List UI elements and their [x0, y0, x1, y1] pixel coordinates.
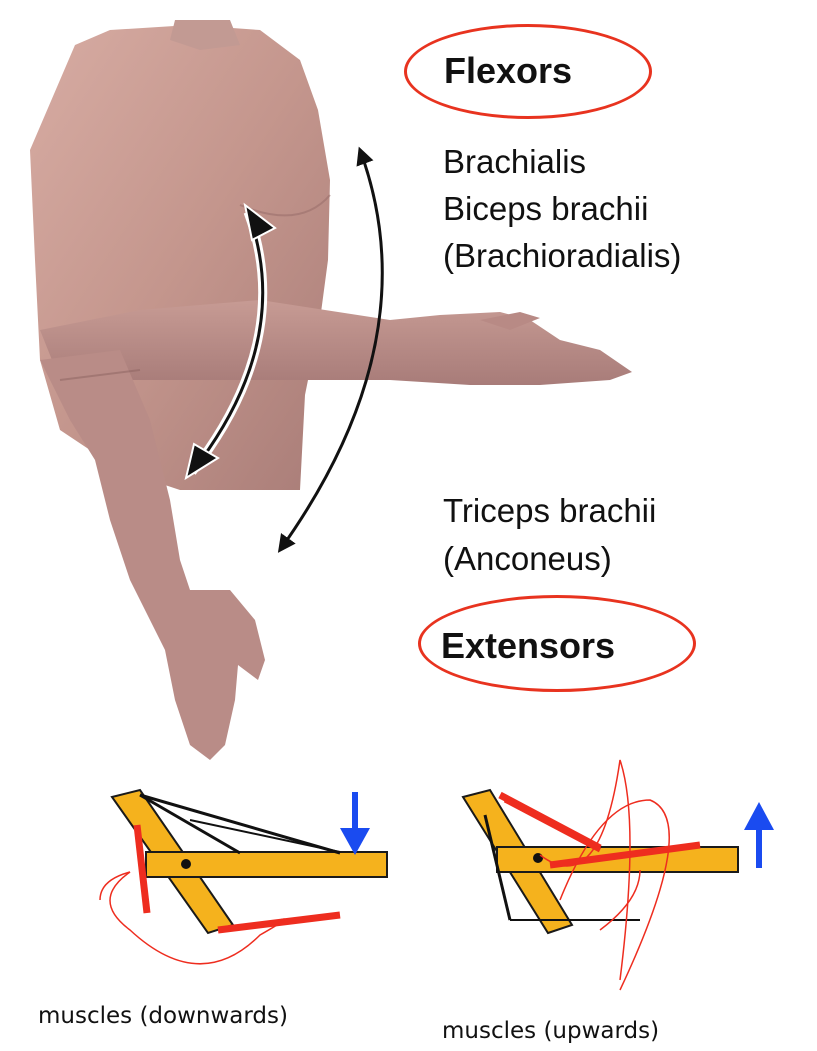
elbow-pivot-right	[533, 853, 543, 863]
extensors-heading: Extensors	[441, 625, 615, 667]
extensor-muscle-2: (Anconeus)	[443, 539, 612, 579]
extensor-muscle-1: Triceps brachii	[443, 491, 656, 531]
flexor-muscle-2: Biceps brachii	[443, 189, 648, 229]
flexors-heading: Flexors	[444, 50, 572, 92]
caption-downwards: muscles (downwards)	[38, 1003, 288, 1029]
flexor-muscle-1: Brachialis	[443, 142, 586, 182]
flexor-muscle-3: (Brachioradialis)	[443, 236, 681, 276]
caption-upwards: muscles (upwards)	[442, 1018, 659, 1044]
elbow-pivot	[181, 859, 191, 869]
